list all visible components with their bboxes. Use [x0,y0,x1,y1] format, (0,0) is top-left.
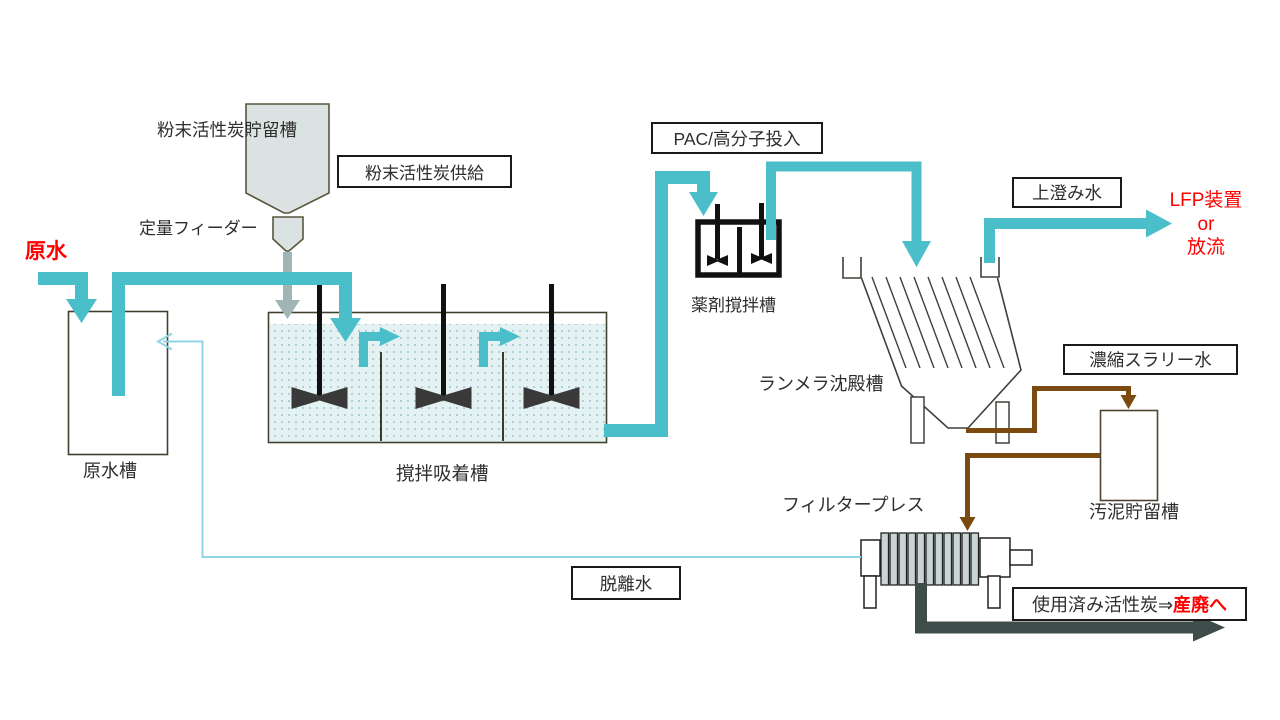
agitator-impeller [707,255,728,266]
box-carbon-supply: 粉末活性炭供給 [337,155,512,188]
box-supernatant: 上澄み水 [1012,177,1122,208]
return-line-arrow [155,332,173,351]
filter-press-body [979,537,1011,578]
label-sludge-tank: 汚泥貯留槽 [1089,502,1179,522]
filter-press-leg-left [863,575,877,609]
label-lfp-line1: LFP装置 [1169,190,1243,211]
raw-water-inlet-arrow [66,299,97,323]
feed-into-settler-arrow [902,241,931,267]
sludge-piping [965,386,1131,518]
filter-press-leg-right [987,575,1001,609]
feeder-hopper-shape [272,216,304,252]
sludge-tank-to-press-pipe [965,453,1100,518]
supernatant-pipe [984,218,1148,263]
compartment-flow-arrow [500,327,520,346]
desorbed-water-return-line [155,332,861,558]
spent-carbon-text: 使用済み活性炭⇒ [1031,595,1174,615]
spent-carbon-pipe [915,583,1193,634]
settler-to-sludge-tank-pipe [966,386,1131,433]
agitator-shaft [549,284,554,398]
filter-press-end-plate [860,539,881,577]
agitator-impeller [291,387,348,409]
settler-launder-right [980,257,1000,278]
teal-piping [38,161,1148,437]
carbon-feed-arrow [275,252,300,319]
raw-water-inlet-pipe [38,272,88,301]
label-feeder: 定量フィーダー [139,219,258,238]
settler-leg-left [910,396,925,444]
label-raw-water: 原水 [25,240,67,263]
teal-arrowheads [66,192,1172,346]
filter-press-shape [860,532,1033,609]
label-lfp-line3: 放流 [1186,237,1225,258]
compartment-flow-pipe [359,332,381,367]
label-adsorption-tank: 撹拌吸着槽 [396,463,489,484]
into-filter-press-arrow [959,517,976,531]
sludge-arrowheads [959,395,1137,531]
into-sludge-tank-arrow [1120,395,1137,409]
label-filter-press: フィルタープレス [782,495,925,515]
agitator-shaft [759,203,764,258]
agitator-shaft [317,284,322,398]
label-lfp-line2: or [1197,213,1215,235]
feed-into-chemical-tank-arrow [689,192,718,216]
box-desorbed-water: 脱離水 [571,566,681,600]
carbon-hopper-shape [245,103,330,214]
box-spent-carbon: 使用済み活性炭⇒産廃へ [1012,587,1247,621]
box-slurry: 濃縮スラリー水 [1063,344,1238,375]
agitator-impeller [415,387,472,409]
agitator-shaft [715,204,720,259]
filter-press-rod [1009,549,1033,566]
agitator-impeller [523,387,580,409]
label-chemical-tank: 薬剤撹拌槽 [691,296,776,315]
supernatant-out-arrow [1146,209,1172,238]
label-lamella-tank: ランメラ沈殿槽 [758,374,884,394]
adsorption-outlet-pipe [604,171,710,437]
chemical-tank-shape [695,203,782,278]
label-lfp-destination: LFP装置 or 放流 [1150,189,1262,260]
agitator-shaft [441,284,446,398]
adsorption-tank-baffles [380,352,504,441]
label-carbon-storage: 粉末活性炭貯留槽 [157,120,297,140]
chemical-tank-outlet-pipe [766,161,922,243]
lamella-plates [871,276,1005,369]
filter-press-plates [880,532,980,586]
feed-into-adsorption-arrow [330,318,361,342]
compartment-flow-arrow [380,327,400,346]
settler-leg-right [995,401,1010,444]
label-raw-water-tank: 原水槽 [83,461,137,481]
spent-carbon-text-red: 産廃へ [1173,595,1228,615]
main-feed-pipe [112,272,352,396]
sludge-tank-shape [1099,409,1159,502]
agitator-impeller [751,253,772,264]
lamella-settler-shape [860,277,1022,429]
box-pac-injection: PAC/高分子投入 [651,122,823,154]
adsorption-agitators [291,284,580,409]
settler-launder-left [842,257,862,279]
compartment-flow-pipe [479,332,501,367]
